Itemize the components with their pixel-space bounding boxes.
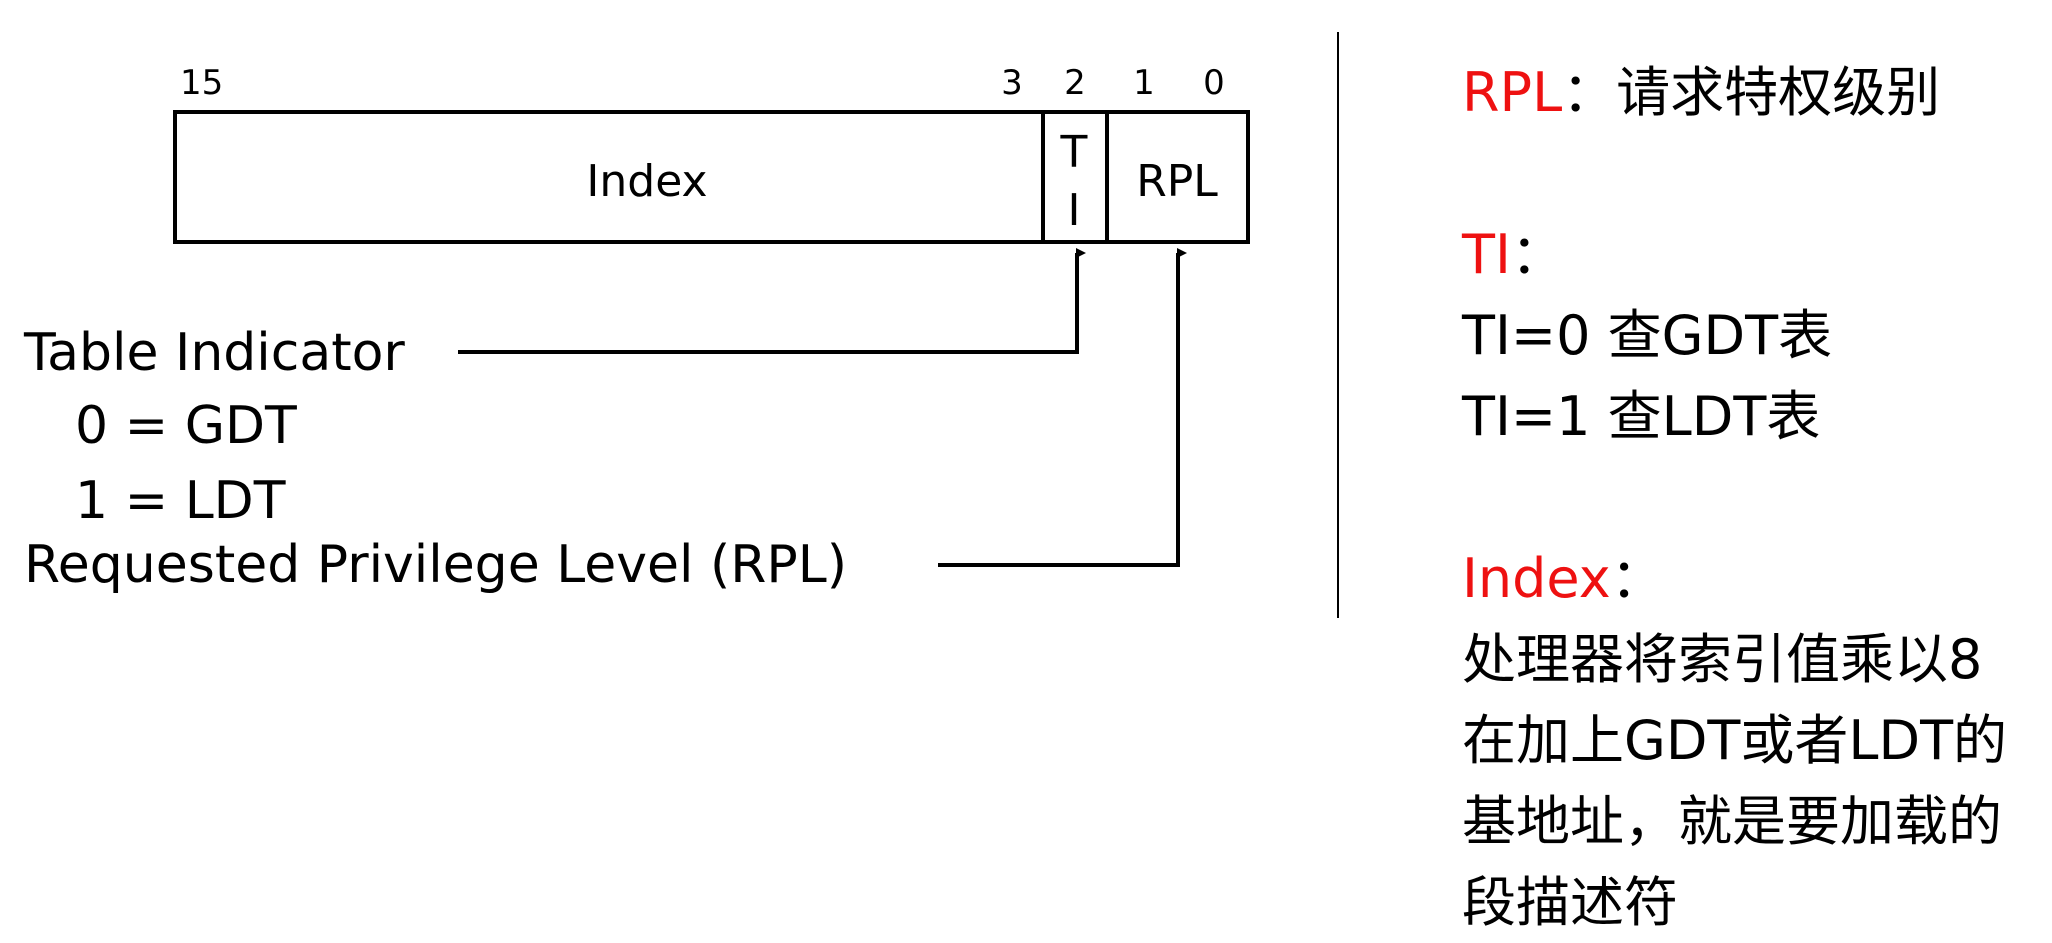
- note-ti-sep: ：: [1510, 223, 1565, 286]
- field-notes: RPL：请求特权级别 TI： TI=0 查GDT表 TI=1 查LDT表 Ind…: [1462, 52, 2047, 943]
- note-rpl-desc: 请求特权级别: [1616, 61, 1941, 124]
- note-ti-line-1: TI=0 查GDT表: [1462, 304, 1833, 367]
- note-ti-heading: TI：: [1462, 214, 2047, 295]
- rpl-arrow-connector: [938, 248, 1187, 567]
- bit-label-1: 1: [1133, 63, 1155, 103]
- note-index-line-1: 处理器将索引值乘以8: [1462, 628, 1983, 691]
- bit-label-2: 2: [1064, 63, 1086, 103]
- ti-ldt-value-label: 1 = LDT: [75, 471, 286, 531]
- vertical-divider: [1337, 32, 1339, 618]
- table-indicator-label: Table Indicator: [23, 323, 405, 383]
- field-index-label: Index: [586, 156, 707, 207]
- note-rpl-term: RPL: [1462, 61, 1563, 124]
- note-index-term: Index: [1462, 547, 1611, 610]
- field-ti-label-i: I: [1068, 185, 1081, 236]
- bit-label-3: 3: [1001, 63, 1023, 103]
- note-ti-term: TI: [1462, 223, 1511, 286]
- rpl-callout-label: Requested Privilege Level (RPL): [24, 535, 847, 595]
- field-rpl-label: RPL: [1136, 156, 1218, 207]
- bit-label-15: 15: [180, 63, 223, 103]
- note-ti-line-2: TI=1 查LDT表: [1462, 385, 1821, 448]
- note-index-line-4: 段描述符: [1462, 871, 1678, 934]
- ti-arrow-connector: [458, 248, 1086, 354]
- note-index-line-2: 在加上GDT或者LDT的: [1462, 709, 2008, 772]
- field-ti-label-t: T: [1060, 127, 1088, 178]
- bit-label-0: 0: [1203, 63, 1225, 103]
- note-rpl-sep: ：: [1562, 61, 1617, 124]
- selector-structure-diagram: 15 3 2 1 0 Index T I RPL Table Indicator…: [23, 63, 1250, 595]
- note-index-heading: Index：: [1462, 538, 2047, 619]
- selector-register-box: [173, 110, 1250, 244]
- note-rpl-heading: RPL：请求特权级别: [1462, 52, 2047, 133]
- ti-gdt-value-label: 0 = GDT: [75, 396, 297, 456]
- note-index-line-3: 基地址，就是要加载的: [1462, 790, 2002, 853]
- note-index-sep: ：: [1610, 547, 1665, 610]
